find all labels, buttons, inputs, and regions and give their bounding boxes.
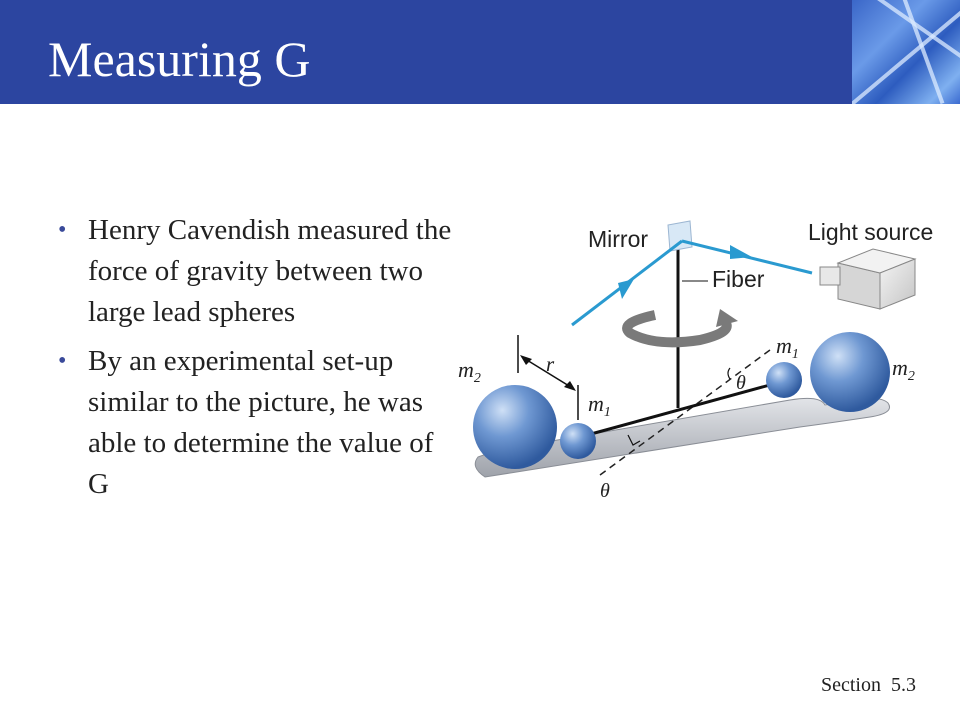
torsion-rod bbox=[579, 378, 789, 439]
bullet-text: By an experimental set-up similar to the… bbox=[88, 345, 434, 500]
fiber-label: Fiber bbox=[712, 266, 765, 292]
rotation-arrow-icon bbox=[622, 310, 732, 348]
reflected-beam-arrow-icon bbox=[618, 279, 634, 299]
r-arrowhead-right-icon bbox=[564, 381, 576, 391]
incident-beam-arrow-icon bbox=[730, 245, 752, 259]
r-arrowhead-left-icon bbox=[520, 355, 532, 365]
bullet-item: • By an experimental set-up similar to t… bbox=[58, 341, 453, 505]
m2-left-label: m2 bbox=[458, 357, 481, 386]
large-sphere-right bbox=[810, 332, 890, 412]
bullet-dot: • bbox=[58, 217, 67, 243]
bullet-text: Henry Cavendish measured the force of gr… bbox=[88, 214, 452, 328]
mirror-label: Mirror bbox=[588, 226, 648, 252]
m1-left-label: m1 bbox=[588, 391, 611, 420]
slide-footer: Section 5.3 bbox=[821, 674, 916, 697]
m2-right-label: m2 bbox=[892, 355, 915, 384]
section-label: Section bbox=[821, 674, 881, 696]
light-source-label: Light source bbox=[808, 219, 933, 245]
header-decoration bbox=[852, 0, 960, 104]
bullet-list: • Henry Cavendish measured the force of … bbox=[58, 210, 453, 513]
section-number: 5.3 bbox=[891, 674, 916, 696]
m1-right-label: m1 bbox=[776, 333, 799, 362]
light-source-box-front bbox=[879, 258, 916, 310]
mirror bbox=[667, 220, 693, 252]
r-label: r bbox=[546, 352, 555, 376]
theta-label-lower: θ bbox=[600, 480, 610, 502]
theta-arc-lower bbox=[627, 434, 641, 446]
r-dimension-line bbox=[521, 356, 575, 390]
rotation-arrowhead-icon bbox=[716, 309, 738, 327]
small-sphere-left bbox=[560, 423, 596, 459]
light-source-lens bbox=[819, 266, 841, 286]
theta-arc-upper bbox=[727, 367, 731, 380]
bullet-item: • Henry Cavendish measured the force of … bbox=[58, 210, 453, 333]
theta-label-upper: θ bbox=[736, 372, 746, 394]
cavendish-apparatus-diagram: Mirror Light source Fiber r m2 m1 m1 m2 … bbox=[458, 219, 933, 502]
bullet-dot: • bbox=[58, 348, 67, 374]
header-bar: Measuring G bbox=[0, 0, 960, 104]
slide-title: Measuring G bbox=[48, 31, 311, 87]
large-sphere-left bbox=[473, 385, 557, 469]
small-sphere-right bbox=[766, 362, 802, 398]
